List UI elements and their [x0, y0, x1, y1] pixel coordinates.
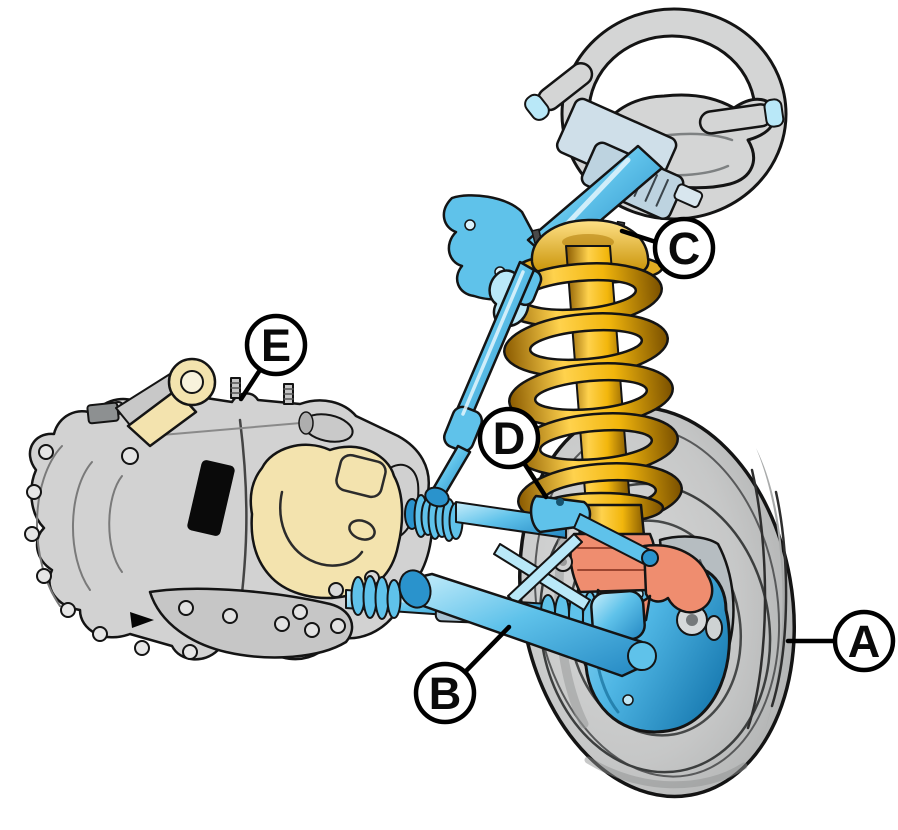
callout-circle-a: [832, 609, 896, 673]
sump-bolts: [178, 600, 346, 638]
clutch-cover-group: [126, 357, 404, 600]
callout-circle-b: [413, 661, 477, 725]
intermediate-steering-shaft: [424, 260, 543, 508]
id-plate: [187, 460, 235, 536]
stalk-tip: [524, 93, 550, 121]
steering-rack: [404, 494, 659, 611]
tie-rod-nut: [641, 549, 659, 567]
callout-letter-d: D: [493, 413, 526, 464]
bracket-bolt: [464, 219, 476, 231]
callout-letter-c: C: [668, 223, 701, 274]
stalk-tip: [763, 98, 785, 128]
clutch-cover: [249, 443, 404, 600]
callout-letter-e: E: [261, 320, 291, 371]
lower-control-arm: [398, 569, 657, 678]
callout-circle-d: [477, 406, 541, 470]
inner-cv-boot: [350, 575, 402, 620]
arm-braces: [493, 533, 591, 611]
mount-studs: [230, 377, 294, 405]
callout-a: A: [785, 609, 896, 673]
knuckle-arm: [642, 544, 714, 614]
ignition-switch: [673, 183, 704, 209]
bottom-shading: [584, 756, 748, 789]
callout-d: D: [477, 406, 549, 500]
tread-shading: [756, 448, 785, 750]
leader-e: [238, 367, 263, 402]
shaft-collar: [424, 486, 450, 508]
ball-joint: [627, 641, 657, 671]
callout-circle-e: [244, 313, 308, 377]
drain-wedge: [130, 612, 154, 628]
wiper-stalk: [698, 98, 785, 135]
callout-b: B: [413, 624, 512, 725]
mount-block: [86, 401, 120, 425]
tread-lines: [746, 468, 788, 730]
turn-signal-stalk: [524, 62, 594, 121]
callout-letter-a: A: [848, 616, 881, 667]
bellhousing-ribs: [36, 445, 123, 607]
callouts: A B C D E: [238, 216, 896, 725]
leader-d: [521, 460, 549, 500]
callout-letter-b: B: [429, 668, 462, 719]
mount-arm-cream: [126, 388, 198, 448]
arm-bushing: [398, 569, 432, 609]
leader-c: [619, 228, 659, 245]
callout-e: E: [238, 313, 308, 402]
callout-c: C: [619, 216, 716, 280]
cover-recess: [335, 453, 387, 499]
callout-circle-c: [652, 216, 716, 280]
hub-washer: [705, 615, 723, 641]
leader-b: [463, 624, 512, 674]
